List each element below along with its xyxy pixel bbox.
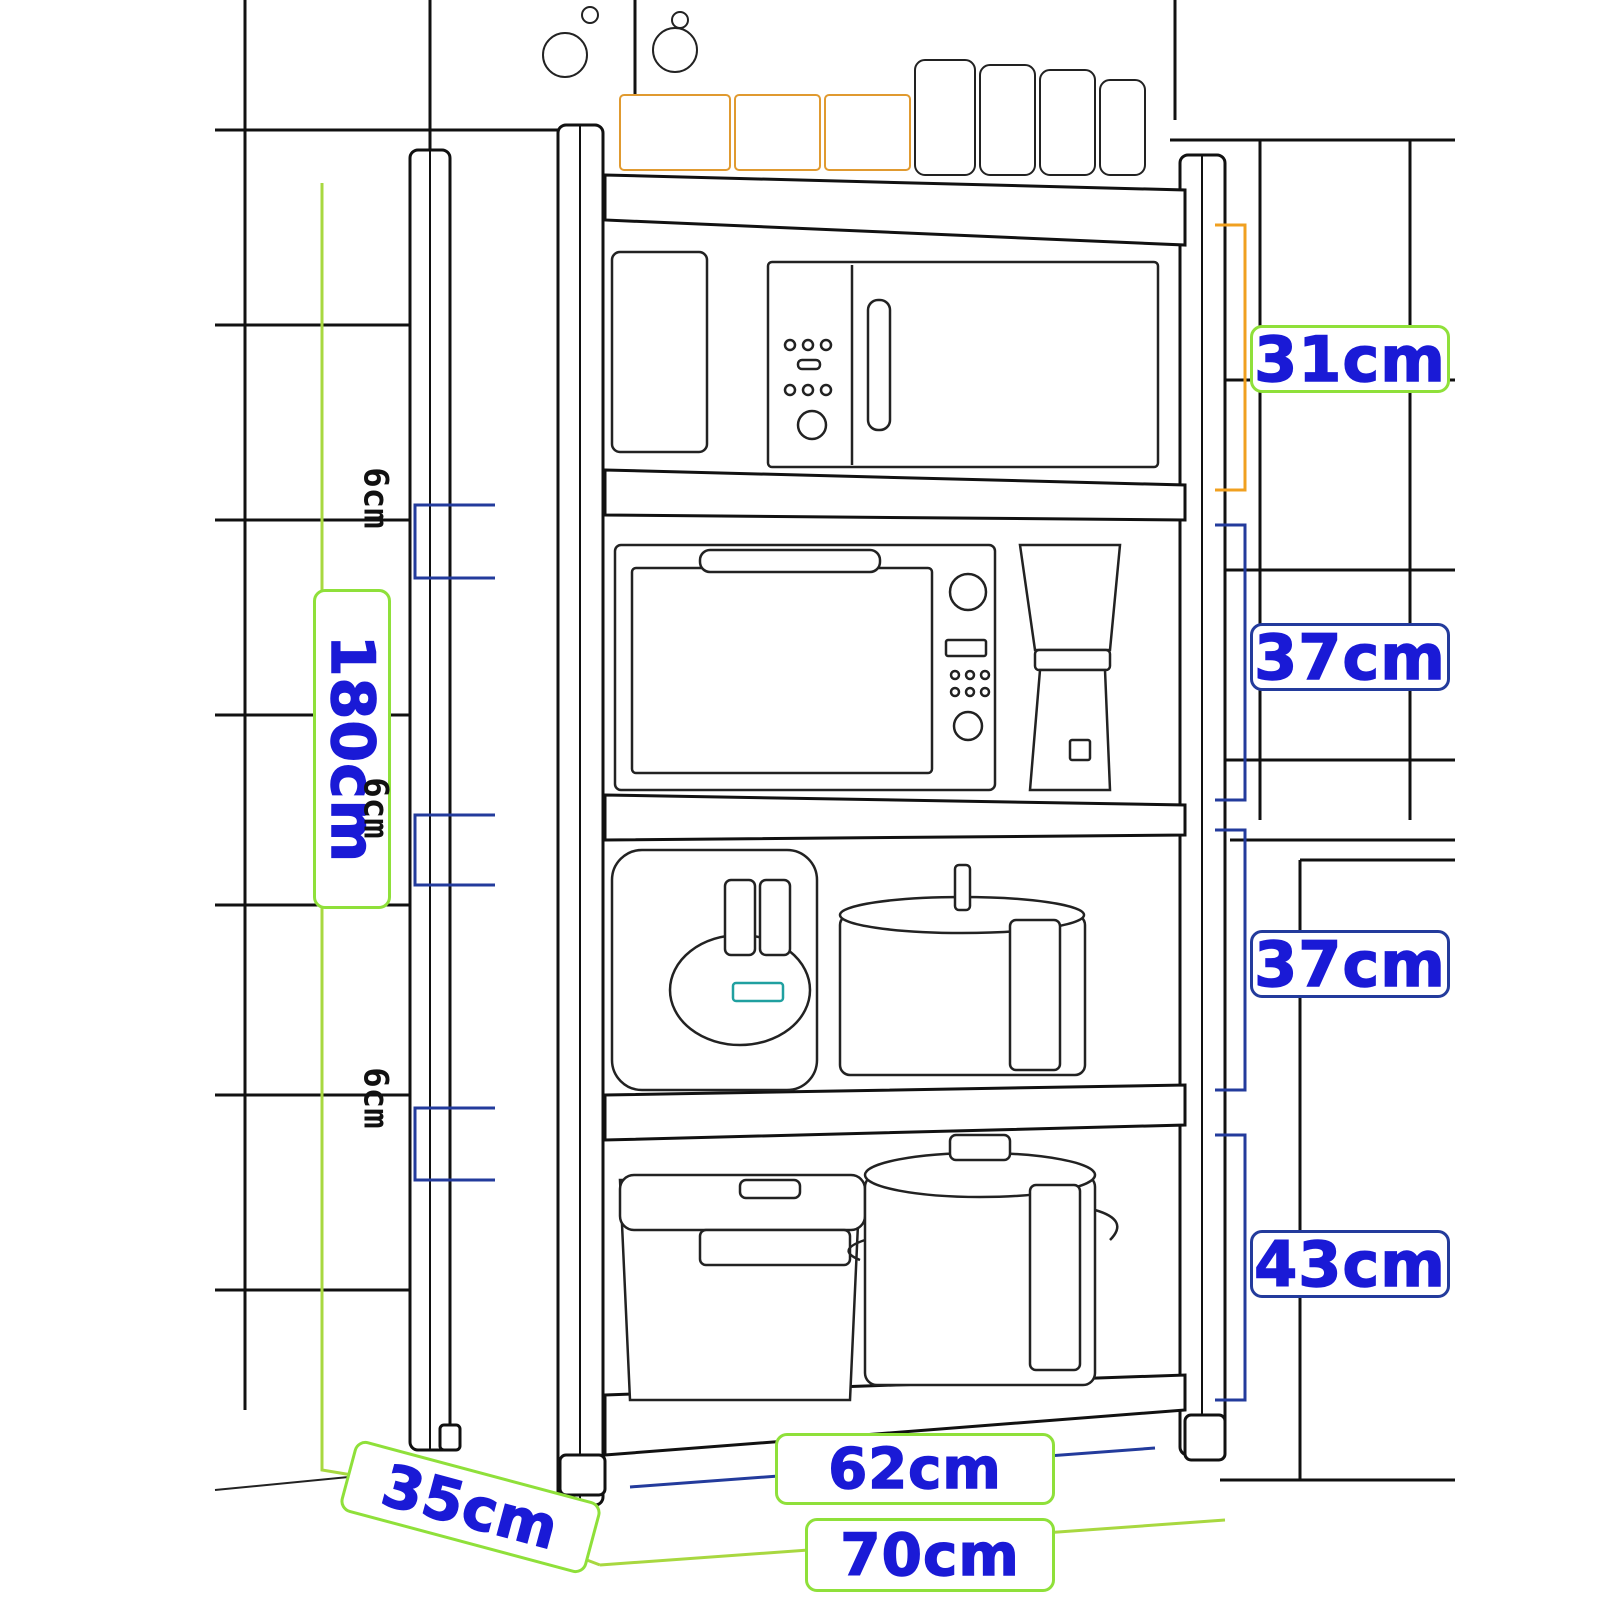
- microwave-icon: [610, 250, 1160, 469]
- shelf-height-label-1: 31cm: [1250, 322, 1450, 397]
- blender-icon: [1018, 543, 1122, 792]
- post-gap-label-1: 6cm: [355, 467, 396, 529]
- post-gap-label-3: 6cm: [355, 1067, 396, 1129]
- rice-cooker-icon: [610, 848, 819, 1092]
- inner-width-label: 62cm: [775, 1433, 1055, 1505]
- shelf-height-text-3: 37cm: [1253, 927, 1446, 1002]
- storage-bin-icon: [618, 1173, 867, 1402]
- spice-jar-icon: [542, 6, 1146, 176]
- shelf-height-label-4: 43cm: [1250, 1227, 1450, 1302]
- shelf-height-text-1: 31cm: [1253, 322, 1446, 397]
- outer-width-text: 70cm: [839, 1520, 1020, 1590]
- outer-width-label: 70cm: [805, 1518, 1055, 1592]
- shelf-height-label-2: 37cm: [1250, 620, 1450, 695]
- inner-width-text: 62cm: [827, 1436, 1002, 1503]
- stock-pot-icon: [847, 1133, 1119, 1387]
- shelf-height-label-3: 37cm: [1250, 927, 1450, 1002]
- post-gap-label-2: 6cm: [355, 777, 396, 839]
- total-height-label: 180cm: [313, 589, 391, 909]
- shelf-height-text-2: 37cm: [1253, 620, 1446, 695]
- stock-pot-icon: [838, 863, 1087, 1077]
- shelf-height-text-4: 43cm: [1253, 1227, 1446, 1302]
- toaster-oven-icon: [613, 543, 997, 792]
